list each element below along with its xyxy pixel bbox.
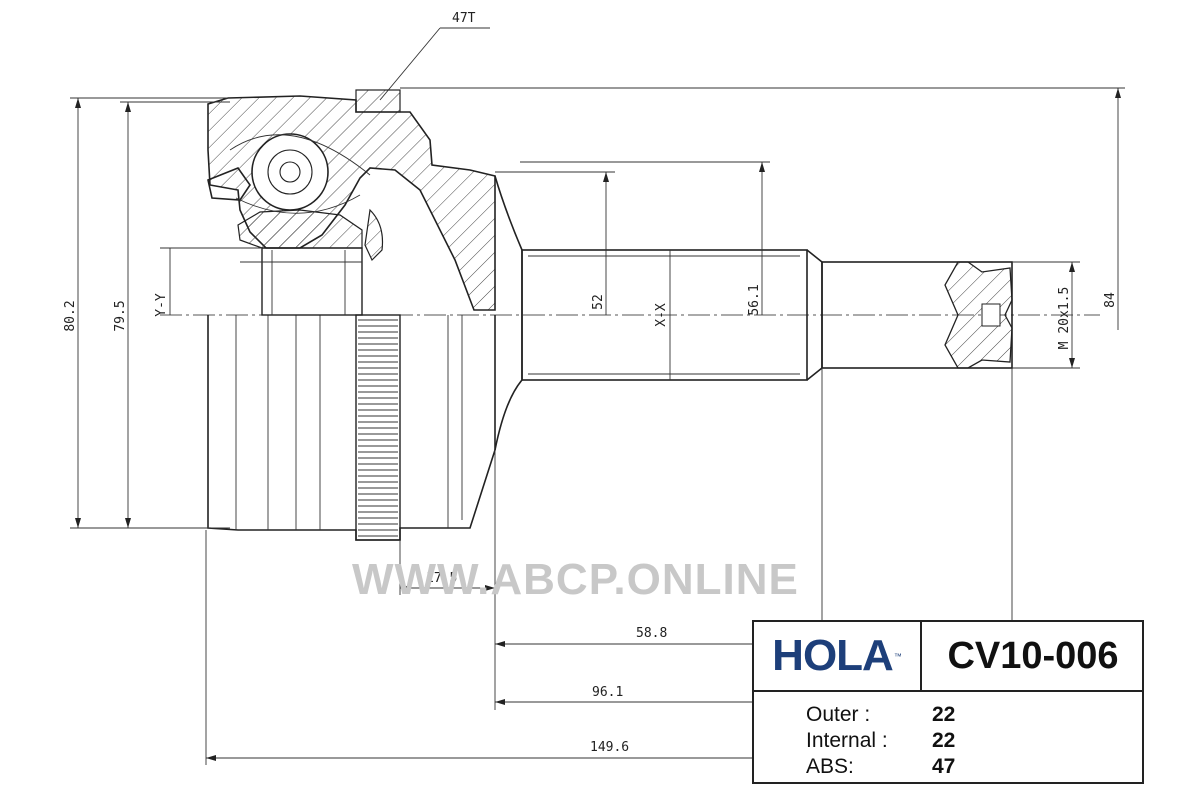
label-1496: 149.6 [590,740,629,755]
cage-window [364,208,384,262]
label-yy: Y-Y [154,293,169,317]
leader-47t [379,27,441,101]
ball-inner-1 [267,149,313,195]
brand-trademark: ™ [893,651,902,661]
spec-label: Internal : [806,729,888,752]
ball-seat-2 [235,194,361,214]
boot-clamp [207,167,251,201]
spec-row-outer: Outer : 22 [806,702,955,728]
label-xx: X-X [654,303,669,327]
spec-row-abs: ABS: 47 [806,754,955,780]
ball-seat [229,134,371,176]
label-47t: 47T [452,11,476,26]
spec-value: 47 [932,755,956,778]
center-bore [981,303,1001,327]
spec-value: 22 [932,703,956,726]
spec-row-internal: Internal : 22 [806,728,955,754]
ball [251,133,329,211]
spec-label: Outer : [806,703,871,726]
watermark: WWW.ABCP.ONLINE [352,555,799,604]
shaft-end-section [944,261,1013,369]
spec-list: Outer : 22 Internal : 22 ABS: 47 [806,702,955,780]
housing-outline-lower [207,315,496,541]
cage-section [237,209,363,249]
ball-inner-2 [279,161,301,183]
brand-name: HOLA [772,631,894,680]
inner-race [261,247,363,316]
spec-label: ABS: [806,755,854,778]
label-84: 84 [1103,292,1118,308]
abs-ring-teeth [358,319,398,537]
label-588: 58.8 [636,626,667,641]
abs-ring [355,314,401,541]
abs-ring-top-mark [355,89,401,113]
thread-section [821,261,1013,369]
label-thread: M 20x1.5 [1057,287,1072,350]
label-175: 17.5 [426,571,457,586]
label-561: 56.1 [747,284,762,315]
label-52: 52 [591,294,606,310]
label-961: 96.1 [592,685,623,700]
housing-section [207,95,496,311]
label-802: 80.2 [63,300,78,331]
shaft-spline [521,249,808,381]
shaft-neck [494,175,523,451]
spec-value: 22 [932,729,956,752]
label-795: 79.5 [113,300,128,331]
part-number: CV10-006 [947,634,1119,677]
dimension-arrows [75,88,1121,761]
